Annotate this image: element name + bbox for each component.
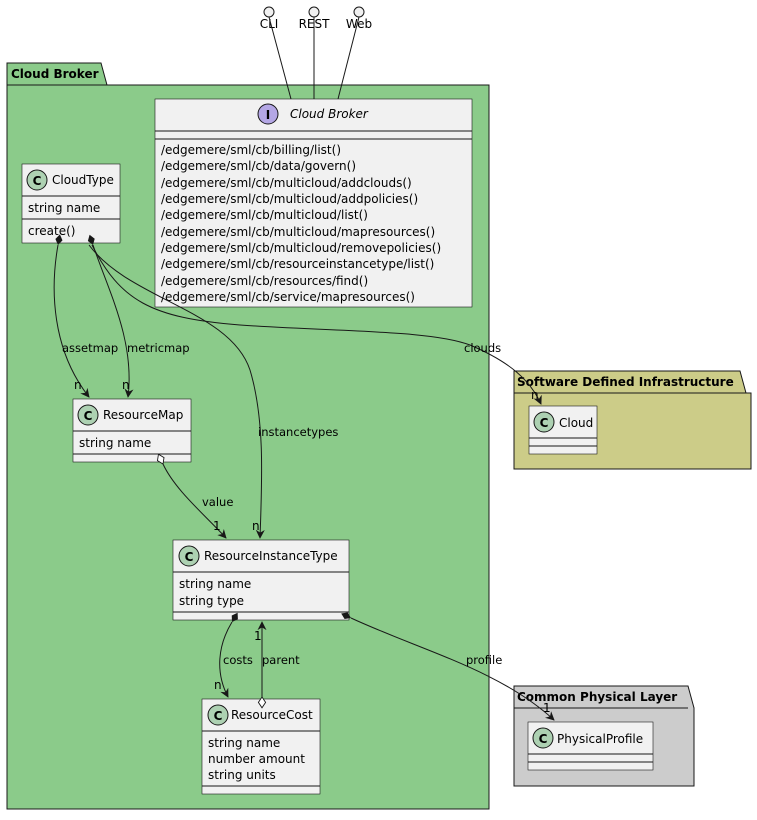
class-circle [77, 404, 99, 426]
class-name: ResourceCost [231, 708, 313, 722]
class-stereotype: C [214, 709, 223, 723]
edge-metricmap: metricmap n [87, 234, 190, 398]
class-circle [207, 704, 229, 726]
edge-multiplicity: n [214, 678, 222, 692]
class-physicalprofile: C PhysicalProfile [527, 721, 654, 771]
edge-costs: costs n [214, 612, 253, 698]
port-rest: REST [299, 6, 330, 99]
edge-label: metricmap [127, 341, 190, 355]
interface-method: /edgemere/sml/cb/multicloud/mapresources… [161, 225, 435, 239]
edge-multiplicity: 1 [543, 701, 551, 715]
edge-label: value [202, 495, 233, 509]
interface-method: /edgemere/sml/cb/multicloud/removepolici… [161, 241, 441, 255]
edge-label: parent [262, 653, 300, 667]
class-attr: number amount [208, 752, 305, 766]
interface-method: /edgemere/sml/cb/multicloud/addpolicies(… [161, 192, 418, 206]
class-attr: string name [208, 736, 280, 750]
interface-method: /edgemere/sml/cb/resources/find() [161, 274, 368, 288]
port-web-label: Web [346, 17, 372, 31]
class-stereotype: C [84, 409, 93, 423]
class-attr: string type [179, 594, 244, 608]
class-attr: string name [179, 577, 251, 591]
class-attr: string name [79, 436, 151, 450]
class-circle [533, 411, 555, 433]
class-circle [26, 169, 48, 191]
interface-circle [257, 103, 279, 125]
interface-method: /edgemere/sml/cb/resourceinstancetype/li… [161, 257, 434, 271]
edge-clouds: clouds n [91, 244, 542, 405]
edge-label: profile [466, 653, 502, 667]
edge-multiplicity: 1 [254, 629, 262, 643]
class-stereotype: C [33, 174, 42, 188]
interface-method: /edgemere/sml/cb/data/govern() [161, 159, 356, 173]
edge-multiplicity: n [252, 519, 260, 533]
package-sdi-title: Software Defined Infrastructure [517, 375, 734, 389]
edge-multiplicity: n [122, 378, 130, 392]
interface-stereotype: I [266, 108, 270, 122]
class-resourcecost: C ResourceCost string name number amount… [201, 698, 321, 795]
interface-method: /edgemere/sml/cb/billing/list() [161, 143, 341, 157]
package-cpl-title: Common Physical Layer [517, 690, 677, 704]
class-name: ResourceMap [103, 408, 183, 422]
package-cloud-broker-title: Cloud Broker [11, 67, 99, 81]
class-name: ResourceInstanceType [204, 549, 338, 563]
class-stereotype: C [540, 416, 549, 430]
class-name: CloudType [52, 173, 114, 187]
interface-cloud-broker: I Cloud Broker /edgemere/sml/cb/billing/… [154, 98, 473, 308]
edge-label: costs [223, 653, 253, 667]
class-stereotype: C [539, 732, 548, 746]
class-circle [532, 727, 554, 749]
edge-multiplicity: n [74, 378, 82, 392]
interface-method: /edgemere/sml/cb/multicloud/addclouds() [161, 176, 412, 190]
class-resourceinstancetype: C ResourceInstanceType string name strin… [172, 539, 350, 621]
edge-value: value 1 [156, 453, 233, 539]
class-cloud: C Cloud [528, 405, 598, 455]
class-resourcemap: C ResourceMap string name [72, 398, 192, 463]
port-cli-label: CLI [260, 17, 279, 31]
class-stereotype: C [185, 550, 194, 564]
edge-label: assetmap [62, 341, 118, 355]
interface-name: Cloud Broker [290, 107, 369, 121]
class-method: create() [28, 224, 75, 238]
class-name: PhysicalProfile [557, 732, 643, 746]
class-cloudtype: C CloudType string name create() [21, 163, 121, 244]
edge-label: instancetypes [258, 425, 338, 439]
interface-method: /edgemere/sml/cb/service/mapresources() [161, 290, 415, 304]
interface-methods: /edgemere/sml/cb/billing/list() /edgemer… [161, 143, 441, 304]
class-circle [178, 545, 200, 567]
class-name: Cloud [559, 416, 593, 430]
interface-method: /edgemere/sml/cb/multicloud/list() [161, 208, 368, 222]
port-cli: CLI [260, 6, 292, 100]
edge-multiplicity: 1 [213, 519, 221, 533]
edge-instancetypes: instancetypes n [88, 244, 338, 539]
class-attr: string units [208, 768, 276, 782]
edge-label: clouds [464, 341, 501, 355]
class-attr: string name [28, 201, 100, 215]
edge-profile: profile 1 [341, 612, 555, 721]
edge-multiplicity: n [531, 388, 539, 402]
edge-parent: parent 1 [254, 621, 300, 709]
port-web: Web [337, 6, 372, 100]
